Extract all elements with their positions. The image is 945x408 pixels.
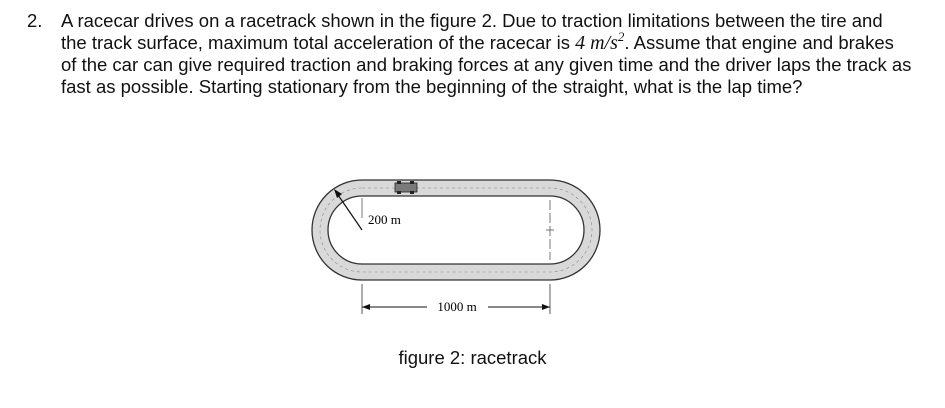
- acceleration-unit-exponent: 2: [617, 29, 625, 44]
- figure-caption: figure 2: racetrack: [398, 347, 547, 368]
- acceleration-expression: 4 m/s2: [575, 29, 625, 54]
- problem-text-part-2: . Assume that engine and brakes of the c…: [61, 32, 912, 97]
- radius-label: 200 m: [368, 212, 401, 227]
- acceleration-value: 4: [575, 32, 586, 54]
- radius-arrowhead: [334, 189, 342, 198]
- racecar-icon: [394, 181, 418, 194]
- straight-length-label: 1000 m: [437, 299, 476, 314]
- problem-number: 2.: [27, 10, 43, 31]
- dimension-arrowhead-right: [542, 304, 550, 310]
- problem-text: A racecar drives on a racetrack shown in…: [61, 10, 912, 98]
- dimension-arrowhead-left: [362, 304, 370, 310]
- track-centerline: [319, 187, 593, 273]
- acceleration-unit: m/s: [590, 32, 618, 54]
- problem-statement: 2. A racecar drives on a racetrack shown…: [27, 10, 912, 98]
- track-surface: [311, 179, 601, 281]
- problem-text-part-1: A racecar drives on a racetrack shown in…: [61, 10, 883, 53]
- racetrack-figure: 200 m 1000 m: [311, 179, 601, 314]
- radius-arrow: [335, 191, 363, 231]
